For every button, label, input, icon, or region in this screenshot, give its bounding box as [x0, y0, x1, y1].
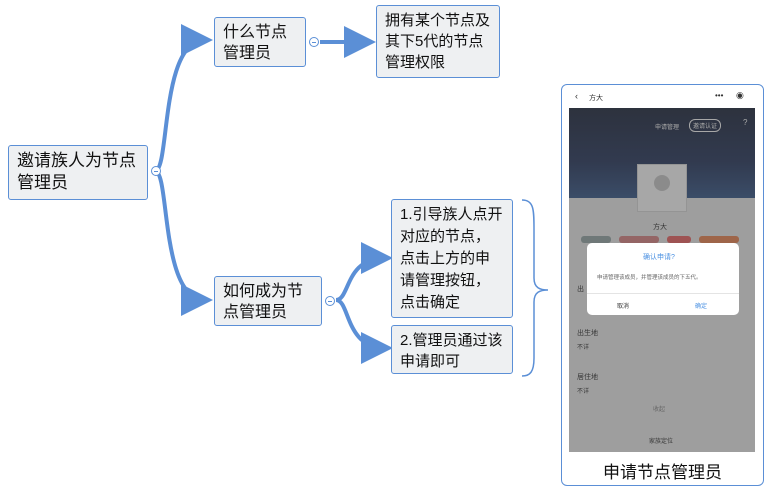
residence-label: 居住地 — [577, 374, 598, 381]
person-icon — [654, 175, 670, 191]
family-locate-button[interactable]: 家族定位 — [649, 439, 674, 445]
phone-screenshot: ‹ 方大 ••• ◉ 申请管理 邀请认证 ? 出 出生地 不详 居住地 不详 收… — [569, 86, 755, 452]
tag-badge — [619, 236, 659, 243]
caption: 申请节点管理员 — [603, 463, 722, 482]
apply-manage-link[interactable]: 申请管理 — [655, 125, 680, 131]
tag-badge — [581, 236, 611, 243]
chevron-left-icon[interactable]: ‹ — [575, 91, 578, 101]
tag-badge — [699, 236, 739, 243]
branch1-node-text: 什么节点管理员 — [223, 24, 288, 62]
root-node-text: 邀请族人为节点管理员 — [17, 151, 136, 192]
root-node[interactable]: 邀请族人为节点管理员 — [8, 145, 148, 200]
target-icon[interactable]: ◉ — [736, 90, 744, 100]
confirm-button[interactable]: 确定 — [695, 304, 708, 310]
confirm-dialog: 确认申请? 申请管理该成员，并管理该成员的下五代。 取消 确定 — [587, 243, 739, 315]
collapse-link[interactable]: 收起 — [653, 407, 666, 413]
residence-value: 不详 — [577, 389, 590, 395]
tag-badge — [667, 236, 691, 243]
cancel-button[interactable]: 取消 — [617, 304, 630, 310]
invite-auth-button[interactable]: 邀请认证 — [689, 119, 722, 132]
question-icon[interactable]: ? — [743, 118, 748, 127]
phone-title: 方大 — [589, 95, 603, 102]
step1-node[interactable]: 1.引导族人点开对应的节点，点击上方的申请管理按钮，点击确定 — [391, 199, 513, 318]
branch2-collapse-toggle[interactable] — [325, 296, 335, 306]
link-root-branch2 — [153, 169, 213, 316]
more-dots-icon[interactable]: ••• — [715, 91, 724, 100]
dialog-title: 确认申请? — [643, 254, 675, 261]
branch2-node[interactable]: 如何成为节点管理员 — [214, 276, 322, 326]
birth-time-label: 出 — [577, 286, 584, 293]
branch2-node-text: 如何成为节点管理员 — [223, 283, 304, 321]
dialog-divider — [587, 293, 739, 294]
link-root-branch1 — [153, 24, 213, 173]
branch1-child-node[interactable]: 拥有某个节点及其下5代的节点管理权限 — [376, 5, 500, 78]
link-branch2-step1 — [335, 242, 393, 302]
branch1-node[interactable]: 什么节点管理员 — [214, 17, 306, 67]
phone-nav-bar: ‹ 方大 ••• ◉ — [569, 86, 755, 108]
step2-text: 2.管理员通过该申请即可 — [400, 332, 503, 370]
birthplace-value: 不详 — [577, 345, 590, 351]
step2-node[interactable]: 2.管理员通过该申请即可 — [391, 325, 513, 374]
profile-name: 方大 — [653, 224, 667, 231]
avatar — [637, 164, 687, 212]
brace — [521, 199, 549, 377]
step1-text: 1.引导族人点开对应的节点，点击上方的申请管理按钮，点击确定 — [400, 206, 503, 311]
branch1-child-text: 拥有某个节点及其下5代的节点管理权限 — [385, 12, 491, 71]
tag-row — [581, 236, 741, 244]
link-branch2-step2 — [335, 298, 393, 364]
birthplace-label: 出生地 — [577, 330, 598, 337]
root-collapse-toggle[interactable] — [151, 166, 161, 176]
dialog-message: 申请管理该成员，并管理该成员的下五代。 — [597, 275, 702, 281]
branch1-collapse-toggle[interactable] — [309, 37, 319, 47]
